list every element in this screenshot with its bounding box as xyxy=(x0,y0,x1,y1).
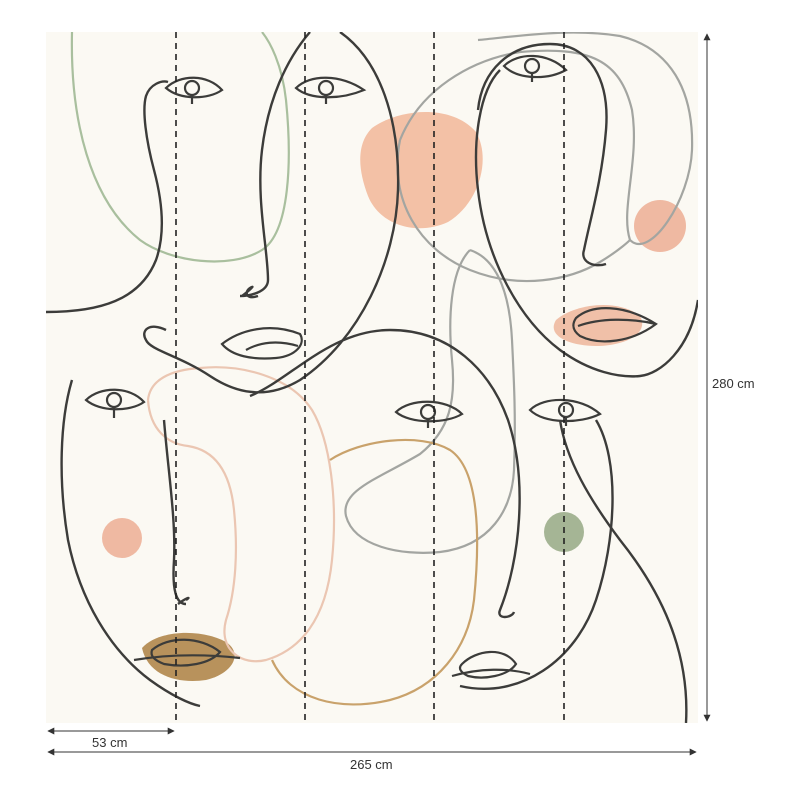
total-width-label: 265 cm xyxy=(350,757,393,772)
dimension-lines xyxy=(47,33,711,756)
line-art-faces xyxy=(46,32,698,723)
eye-top-right xyxy=(502,54,568,82)
face-outline-top-left xyxy=(46,80,169,314)
grey-flow-line-mid xyxy=(396,139,631,283)
panel-width-label: 53 cm xyxy=(92,735,128,750)
eye-top-left xyxy=(164,76,224,104)
total-height-label: 280 cm xyxy=(712,376,755,391)
eye-middle-right xyxy=(528,398,602,426)
tan-face-line xyxy=(270,438,479,706)
face-outline-bottom-left xyxy=(60,379,201,708)
panel-seams xyxy=(175,32,565,725)
eye-middle-left xyxy=(84,388,146,418)
face-outline-top-right-hair xyxy=(476,42,608,267)
brown-blob-mouth xyxy=(142,632,235,681)
mouth-bottom-left xyxy=(133,638,241,667)
pink-blob-left xyxy=(102,518,142,558)
peach-face-line xyxy=(146,366,336,663)
face-outline-middle xyxy=(249,328,521,619)
eye-middle-center xyxy=(394,400,464,428)
grey-flow-line-bottom xyxy=(344,248,516,554)
mouth-top-right xyxy=(572,307,658,343)
face-outline-top-center xyxy=(239,32,311,299)
face-outline-top-center-jaw xyxy=(143,32,400,394)
face-outline-top-right xyxy=(474,69,698,378)
mouth-top-center xyxy=(220,327,303,360)
eye-top-center xyxy=(294,76,367,104)
mouth-bottom-right xyxy=(451,650,531,679)
peach-blob-large xyxy=(360,112,483,229)
face-outline-bottom-right-cheek xyxy=(459,419,614,690)
face-outline-bottom-right xyxy=(558,419,688,723)
face-outline-bottom-left-nose xyxy=(162,419,190,606)
peach-blob-mouth-right xyxy=(553,304,643,346)
green-face-line xyxy=(70,32,290,263)
